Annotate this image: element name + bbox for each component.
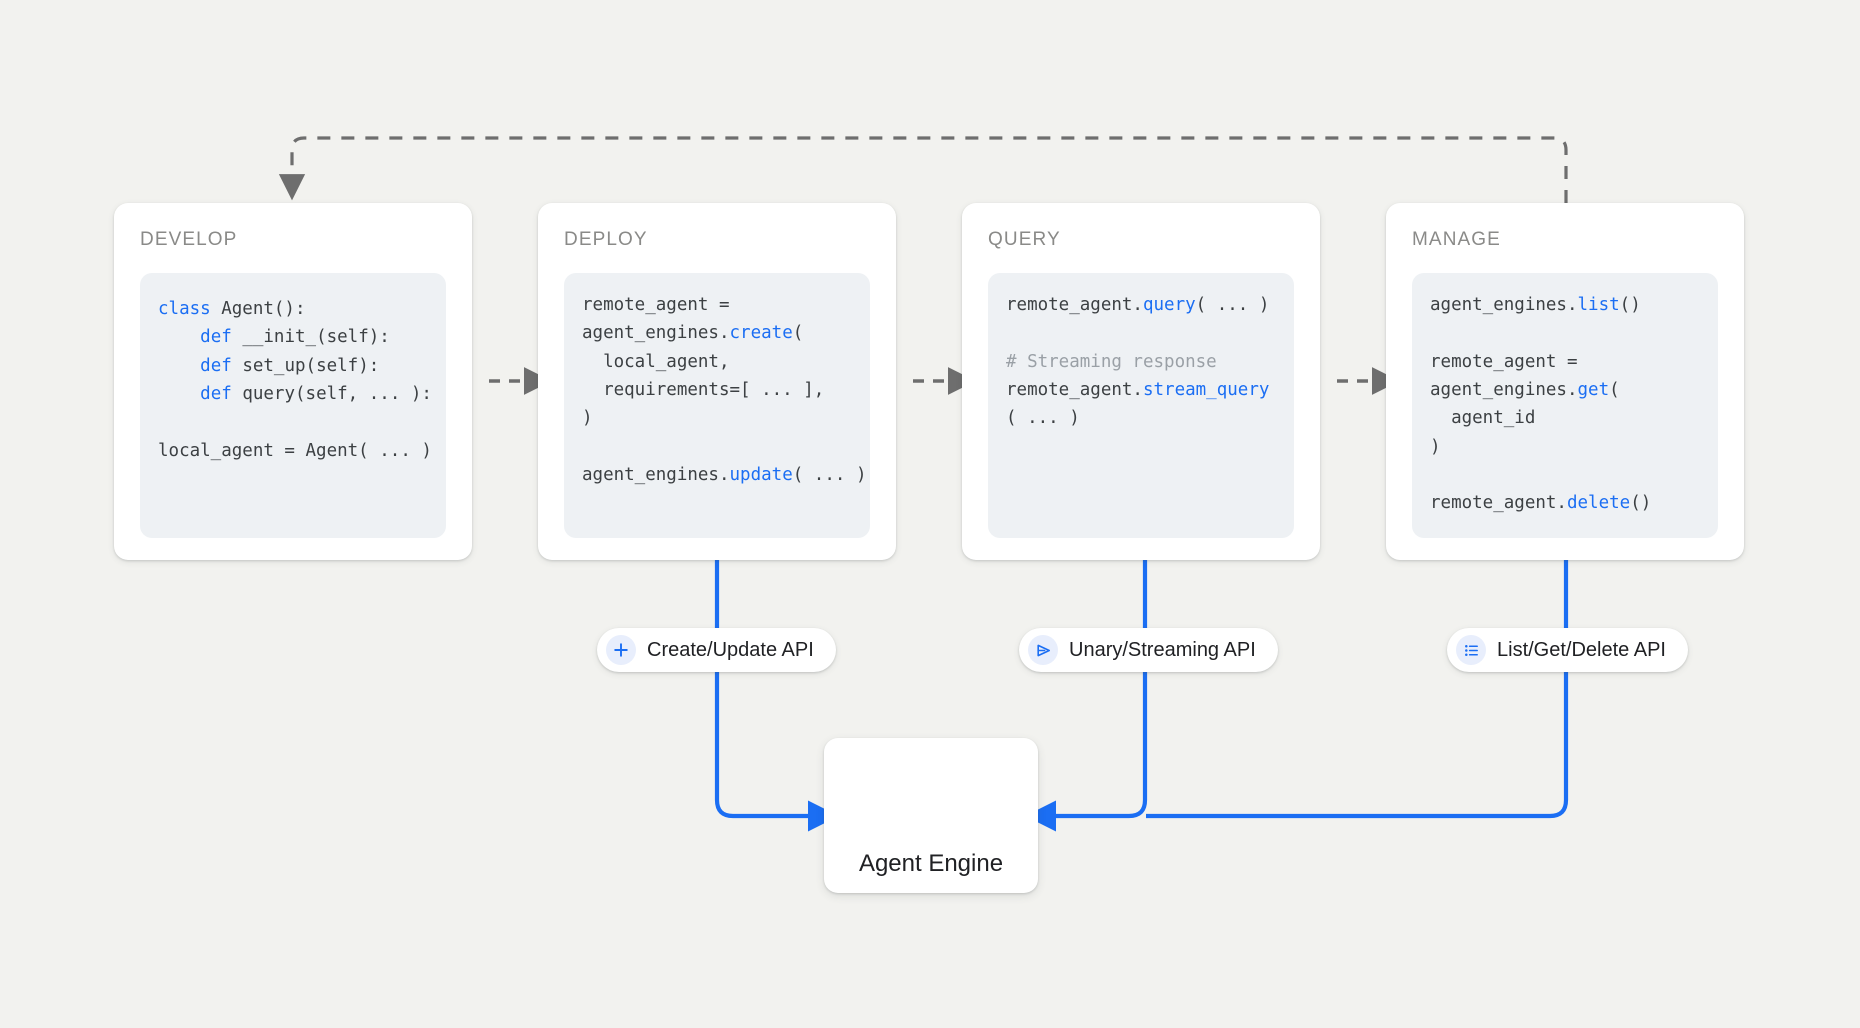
list-icon (1456, 635, 1486, 665)
stage-card-develop[interactable]: DEVELOP class Agent(): def __init_(self)… (114, 203, 472, 560)
code-block-develop: class Agent(): def __init_(self): def se… (140, 273, 446, 538)
stage-title-query: QUERY (988, 229, 1061, 250)
stage-title-manage: MANAGE (1412, 229, 1501, 250)
agent-engine-label: Agent Engine (858, 849, 1004, 877)
connector-query-to-engine (1025, 560, 1148, 832)
stage-card-query[interactable]: QUERY remote_agent.query( ... ) # Stream… (962, 203, 1320, 560)
agent-engine-node[interactable]: Agent Engine (824, 738, 1038, 893)
send-triangle-icon (1028, 635, 1058, 665)
plus-icon (606, 635, 636, 665)
code-block-deploy: remote_agent = agent_engines.create( loc… (564, 273, 870, 538)
api-pill-create-update[interactable]: Create/Update API (597, 628, 836, 672)
api-pill-unary-streaming[interactable]: Unary/Streaming API (1019, 628, 1278, 672)
feedback-dashed-arrow (278, 136, 1568, 203)
stage-title-deploy: DEPLOY (564, 229, 648, 250)
connector-deploy-to-engine (714, 560, 839, 832)
stage-card-deploy[interactable]: DEPLOY remote_agent = agent_engines.crea… (538, 203, 896, 560)
api-pill-label: Create/Update API (647, 639, 814, 661)
api-pill-label: Unary/Streaming API (1069, 639, 1256, 661)
stage-card-manage[interactable]: MANAGE agent_engines.list() remote_agent… (1386, 203, 1744, 560)
code-block-manage: agent_engines.list() remote_agent = agen… (1412, 273, 1718, 538)
connector-manage-to-engine (1146, 560, 1569, 819)
api-pill-label: List/Get/Delete API (1497, 639, 1666, 661)
api-pill-list-get-delete[interactable]: List/Get/Delete API (1447, 628, 1688, 672)
code-block-query: remote_agent.query( ... ) # Streaming re… (988, 273, 1294, 538)
stage-title-develop: DEVELOP (140, 229, 238, 250)
